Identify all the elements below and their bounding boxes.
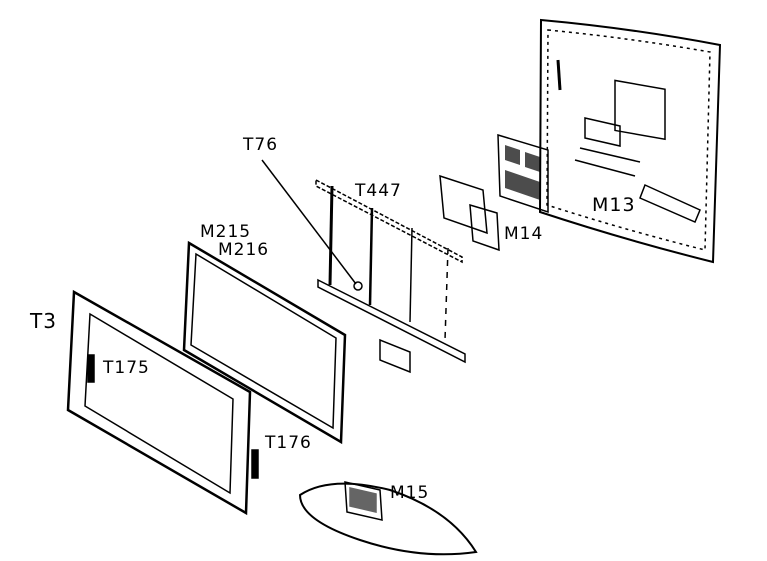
label-m215: M215 bbox=[200, 222, 252, 242]
stand-m15 bbox=[298, 481, 478, 556]
leader-line-t76 bbox=[261, 159, 357, 285]
label-m14: M14 bbox=[504, 224, 544, 244]
back-cover-m13 bbox=[538, 18, 722, 264]
board-m14 bbox=[439, 133, 549, 252]
panel-m215 bbox=[182, 240, 347, 445]
label-m13: M13 bbox=[592, 194, 636, 216]
label-t76: T76 bbox=[243, 135, 279, 155]
label-m216: M216 bbox=[218, 240, 270, 260]
label-m15: M15 bbox=[390, 483, 430, 503]
label-t176: T176 bbox=[265, 433, 312, 453]
label-t3: T3 bbox=[30, 309, 57, 333]
frame-t447 bbox=[315, 178, 466, 374]
label-t175: T175 bbox=[103, 358, 150, 378]
bezel-t3 bbox=[66, 289, 259, 516]
label-t447: T447 bbox=[355, 181, 402, 201]
